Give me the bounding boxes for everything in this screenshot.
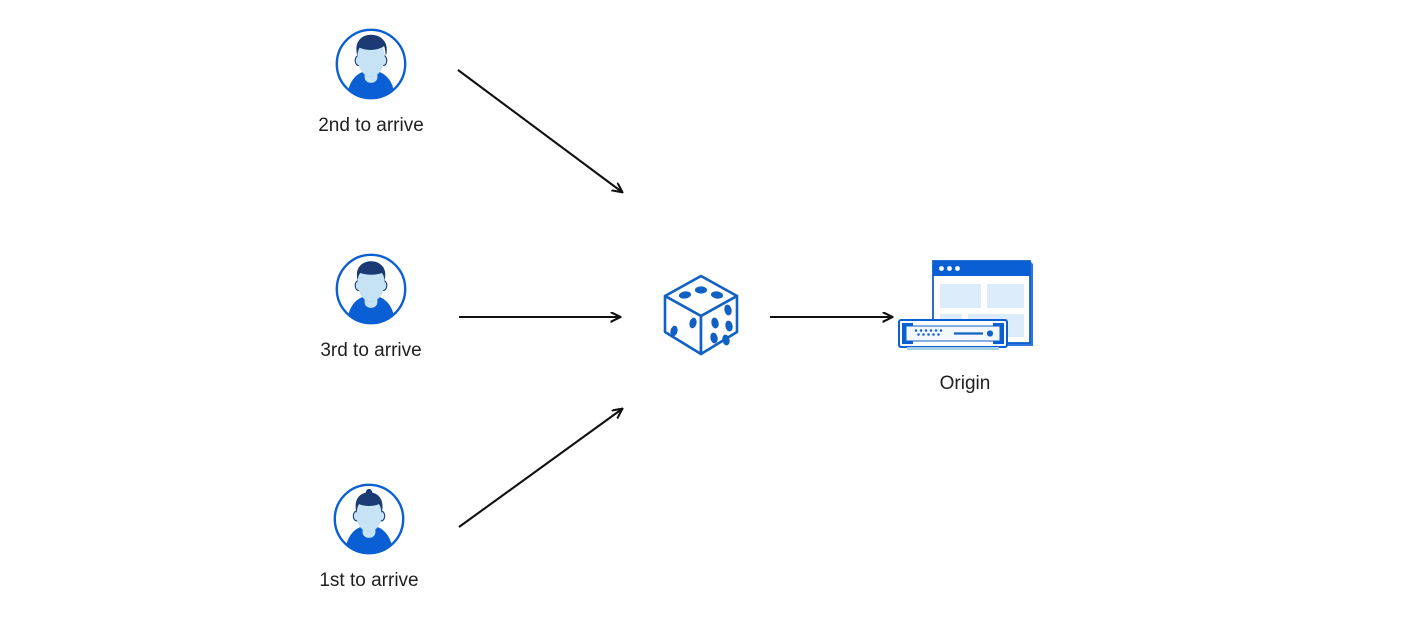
node-randomizer[interactable]: [655, 268, 747, 360]
node-label-origin: Origin: [939, 373, 991, 394]
node-label-visitor-3: 3rd to arrive: [320, 340, 422, 361]
node-label-visitor-1: 1st to arrive: [319, 570, 419, 591]
origin-server-icon: [897, 258, 1033, 362]
node-origin[interactable]: Origin: [897, 258, 1033, 396]
person-avatar-icon: [335, 28, 407, 100]
dice-icon: [663, 274, 739, 356]
node-visitor-3[interactable]: 3rd to arrive: [295, 252, 447, 363]
person-avatar-icon: [335, 253, 407, 325]
node-visitor-2[interactable]: 2nd to arrive: [295, 27, 447, 138]
arrow-visitor1-to-dice: [458, 409, 622, 528]
server-appliance-graphic: [898, 319, 1008, 350]
person-avatar-icon: [333, 483, 405, 555]
node-label-visitor-2: 2nd to arrive: [318, 115, 424, 136]
node-visitor-1[interactable]: 1st to arrive: [293, 482, 445, 593]
arrow-visitor2-to-dice: [457, 69, 622, 192]
